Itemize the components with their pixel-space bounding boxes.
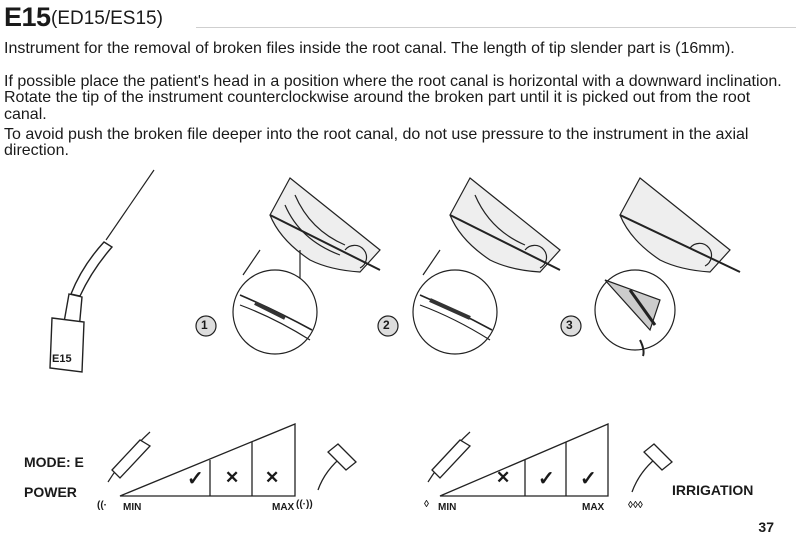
irrigation-mark-mid: ✓ [538,468,555,490]
description-paragraph-3: To avoid push the broken file deeper int… [4,126,749,160]
instrument-tip-illustration [49,169,155,373]
header-rule [196,27,796,28]
high-water-icon: ◊◊◊ [628,500,643,511]
low-power-icon: ((· [97,500,107,511]
irrigation-max-label: MAX [582,502,605,513]
page-number: 37 [758,519,774,535]
power-mark-mid: ✕ [225,468,240,487]
low-water-icon: ◊ [424,499,429,510]
step-number-1: 1 [201,318,208,332]
mode-label: MODE: E [24,454,84,470]
description-paragraph-1: Instrument for the removal of broken fil… [4,40,735,57]
instrument-variants: (ED15/ES15) [51,8,163,29]
step-3-illustration [560,177,741,357]
power-label: POWER [24,484,77,500]
instrument-label: E15 [52,353,72,365]
power-mark-high: ✕ [265,468,280,487]
irrigation-chart [427,423,673,497]
power-max-label: MAX [272,502,295,513]
irrigation-mark-low: ✕ [496,468,511,487]
step-1-illustration [195,177,381,355]
irrigation-mark-high: ✓ [580,468,597,490]
header: E15 (ED15/ES15) [4,2,796,32]
description-paragraph-2: If possible place the patient's head in … [4,73,782,123]
high-power-icon: ((·)) [296,499,313,510]
instrument-code: E15 [4,2,51,32]
power-mark-low: ✓ [187,468,204,490]
step-number-2: 2 [383,318,390,332]
step-number-3: 3 [566,318,573,332]
irrigation-label: IRRIGATION [672,482,754,498]
irrigation-min-label: MIN [438,502,457,513]
power-min-label: MIN [123,502,142,513]
power-chart [107,423,357,497]
step-2-illustration [377,177,561,355]
